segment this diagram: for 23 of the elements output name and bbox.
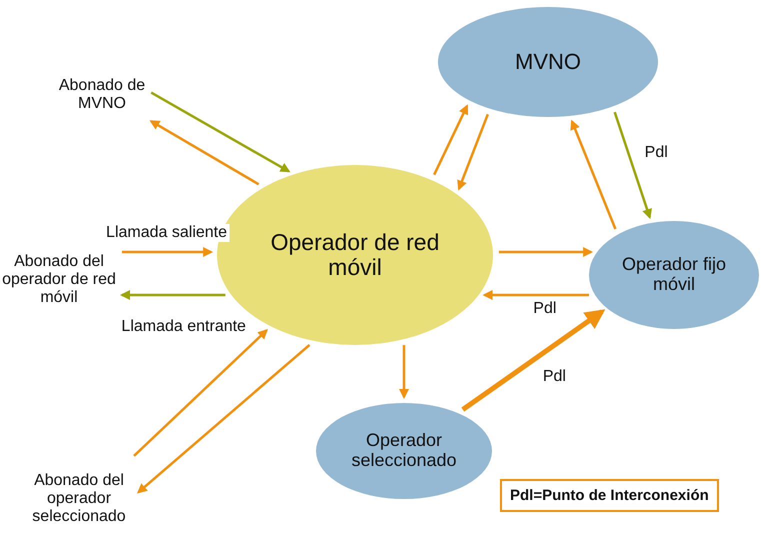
edge-label: Llamada saliente: [104, 224, 230, 242]
arrow: [433, 104, 468, 176]
node-label: Operador seleccionado: [350, 431, 458, 471]
legend-note: Pdl=Punto de Interconexión: [500, 479, 719, 512]
arrow: [482, 290, 589, 300]
arrow: [122, 247, 214, 257]
node-label: Operador de red móvil: [270, 230, 440, 280]
arrow: [399, 345, 409, 399]
arrow: [457, 114, 489, 191]
arrow: [614, 112, 652, 220]
arrow: [149, 120, 260, 186]
node-label: Operador fijo móvil: [620, 255, 728, 295]
arrow: [461, 309, 606, 412]
arrow: [133, 329, 268, 457]
arrow: [570, 120, 617, 230]
subscriber-label: Abonado de MVNO: [58, 64, 146, 126]
node-label: MVNO: [515, 50, 581, 74]
arrow: [120, 290, 226, 300]
arrow: [150, 92, 290, 172]
arrow: [498, 247, 594, 257]
subscriber-label: Abonado del operador seleccionado: [24, 460, 134, 538]
arrow: [136, 344, 310, 494]
subscriber-label: Abonado del operador de red móvil: [2, 240, 116, 320]
